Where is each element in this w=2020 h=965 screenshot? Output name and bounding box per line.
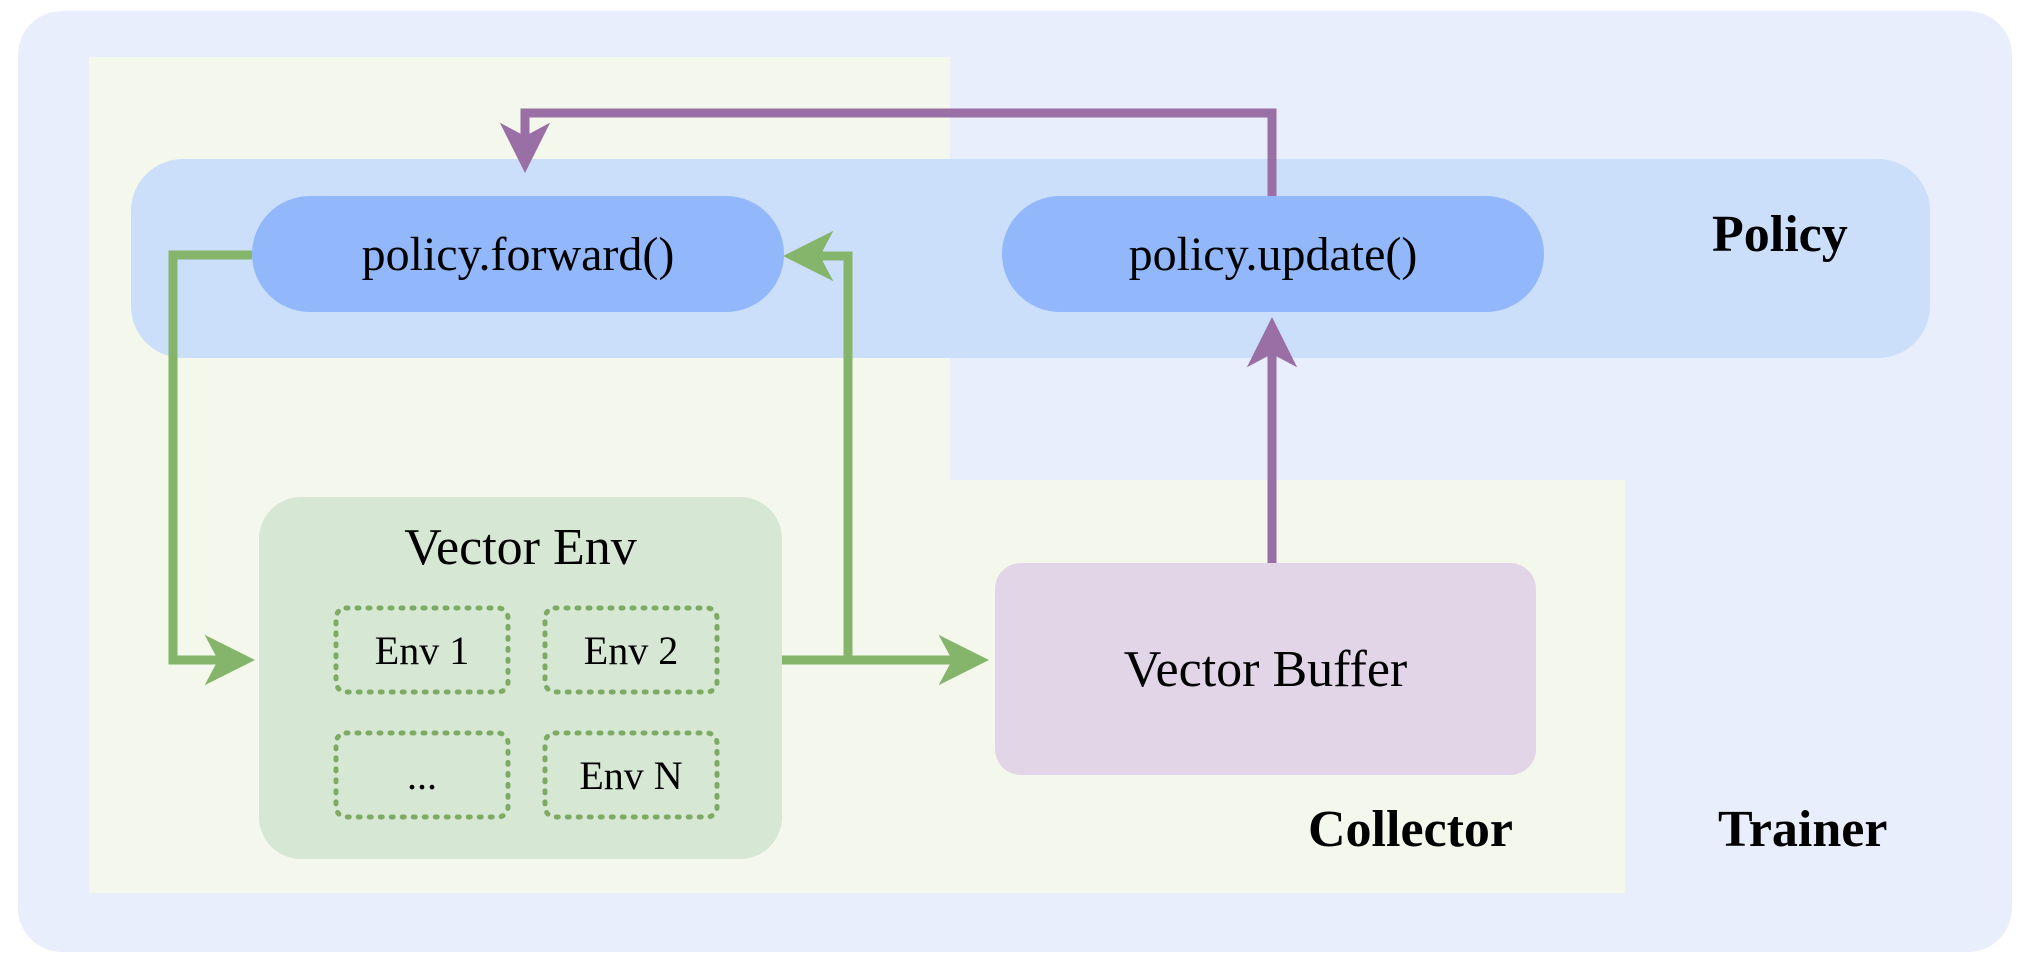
container-trainer-label: Trainer (1718, 801, 1888, 858)
edge-env-to-forward (782, 230, 853, 660)
container-collector-label: Collector (1308, 801, 1514, 858)
node-policy-update[interactable] (1002, 196, 1544, 312)
node-policy-forward[interactable] (252, 196, 784, 312)
container-policy-label: Policy (1712, 206, 1848, 263)
env-cell-1[interactable] (333, 605, 511, 695)
env-cell-n[interactable] (542, 730, 720, 820)
node-vector-buffer[interactable] (995, 563, 1536, 775)
env-cell-dots[interactable] (333, 730, 511, 820)
node-vector-env[interactable] (259, 497, 782, 859)
env-cell-2[interactable] (542, 605, 720, 695)
edge-update-to-forward (499, 108, 1277, 196)
edge-forward-to-env (168, 250, 256, 686)
